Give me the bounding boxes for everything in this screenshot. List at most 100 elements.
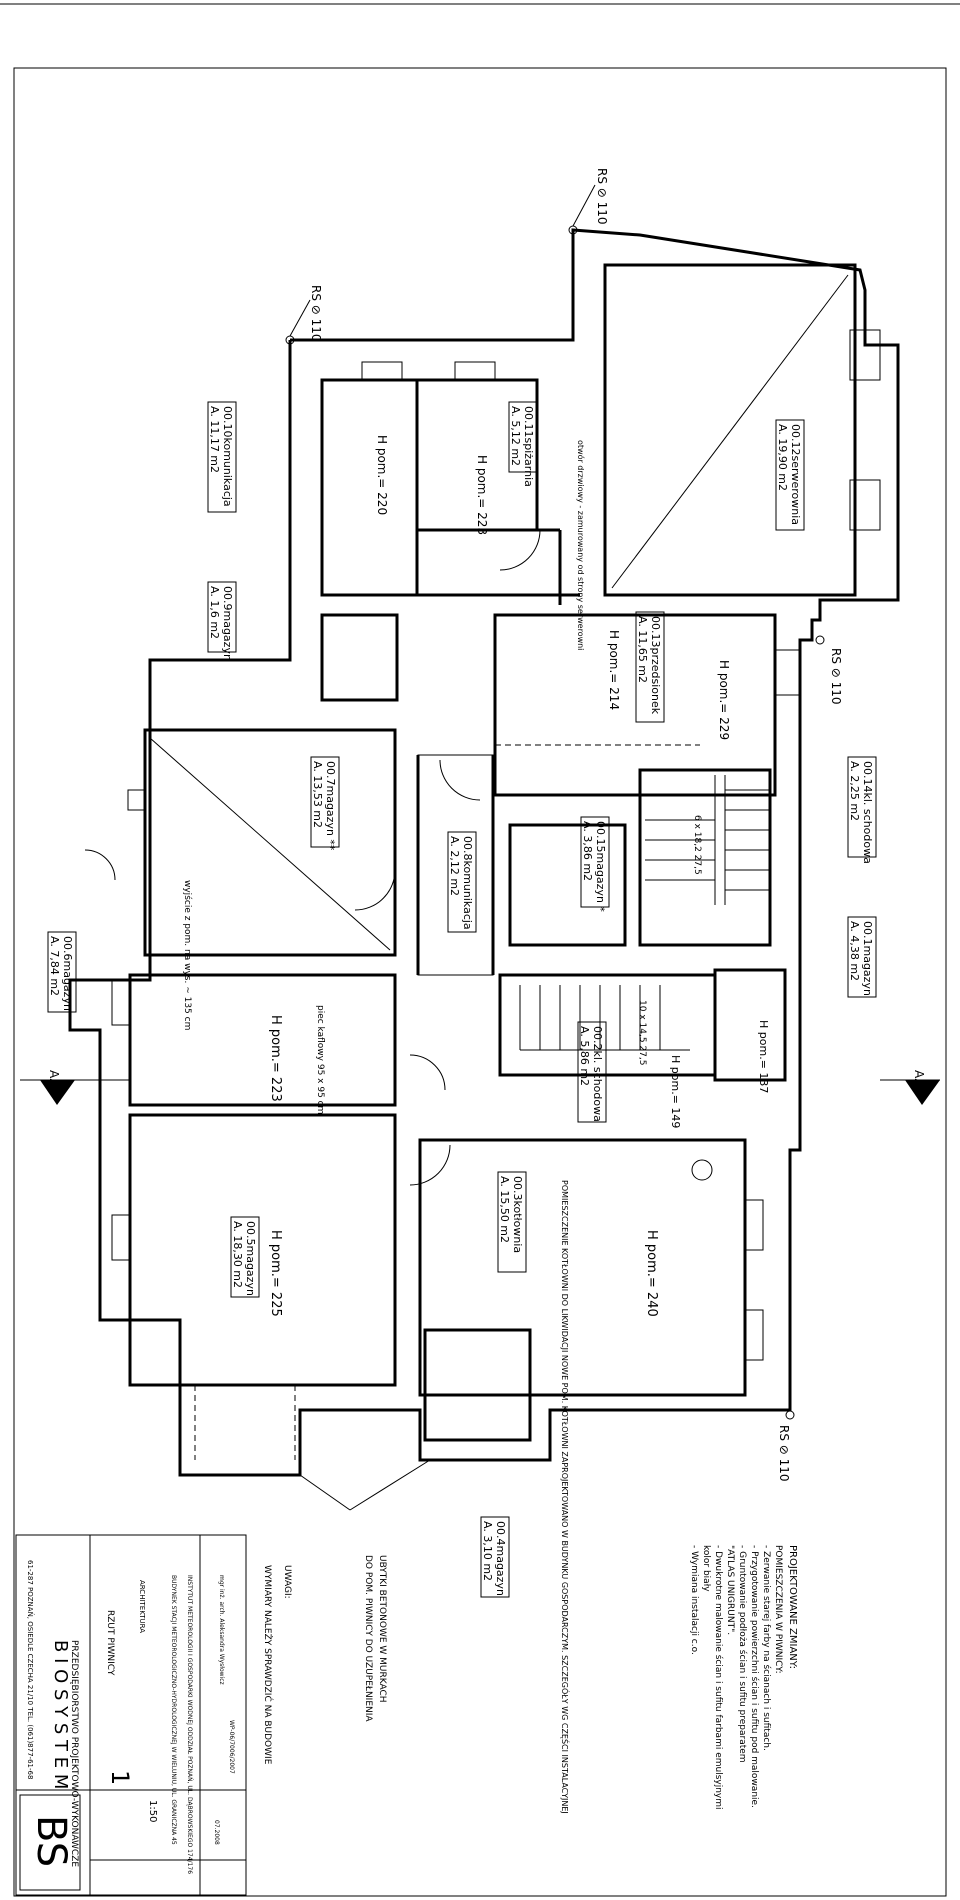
rubble-note: DO POM. PIWNICY DO UZUPEŁNIENIA — [363, 1555, 373, 1722]
svg-text:00.2kl. schodowa: 00.2kl. schodowa — [591, 1026, 604, 1122]
svg-text:A. 18,30 m2: A. 18,30 m2 — [231, 1221, 244, 1288]
room-serwerownia — [603, 263, 857, 597]
drawing-title: RZUT PIWNICY — [105, 1610, 115, 1676]
outer-wall — [68, 228, 900, 1477]
svg-text:A. 2,12 m2: A. 2,12 m2 — [448, 836, 461, 896]
room-magazyn-0015 — [508, 823, 627, 947]
reg-no: WP-06/7006/2007 — [228, 1720, 235, 1774]
section-arrow-right — [905, 1080, 940, 1105]
note-item: - Gruntowanie podłoża ścian i sufitu pre… — [737, 1545, 748, 1763]
svg-text:A. 19,90 m2: A. 19,90 m2 — [776, 424, 789, 491]
stairs-note: 10 x 14,5 27,5 — [637, 1000, 647, 1065]
svg-text:00.1magazyn: 00.1magazyn — [861, 921, 874, 996]
room-przedsionek — [493, 613, 777, 797]
date: 07.2008 — [213, 1820, 220, 1845]
label-magazyn-001: 00.1magazyn A. 4,38 m2 — [847, 916, 877, 998]
warning-text: WYMIARY NALEŻY SPRAWDZIĆ NA BUDOWIE — [262, 1565, 274, 1765]
svg-text:A. 3,86 m2: A. 3,86 m2 — [581, 821, 594, 881]
svg-text:A. 2,25 m2: A. 2,25 m2 — [848, 761, 861, 821]
label-magazyn-004: 00.4magazyn A. 3,10 m2 — [480, 1516, 510, 1598]
svg-text:00.13przedsionek: 00.13przedsionek — [649, 616, 662, 715]
label-spizarnia: 00.11spiżarnia A. 5,12 m2 — [508, 401, 538, 487]
room-klatka-schodowa-0014 — [638, 768, 772, 947]
note-item: - Dwukrotne malowanie ścian i sufitu far… — [713, 1545, 724, 1810]
stairs-002 — [519, 985, 690, 1051]
label-magazyn-0015: 00.15magazyn * A. 3,86 m2 — [580, 816, 610, 912]
note-item: - Wymiana instalacji c.o. — [689, 1545, 699, 1655]
note-item: "ATLAS UNIGRUNT". — [725, 1545, 735, 1635]
svg-text:POMIESZCZENIE KOTŁOWNI DO LIKW: POMIESZCZENIE KOTŁOWNI DO LIKWIDACJI NOW… — [560, 1180, 571, 1814]
height-label: H pom.= 214 — [607, 630, 621, 710]
notes-subheading: POMIESZCZENIA W PIWNICY: — [773, 1545, 783, 1674]
svg-text:A. 1,6 m2: A. 1,6 m2 — [208, 586, 221, 639]
svg-text:00.14kl. schodowa: 00.14kl. schodowa — [861, 761, 874, 864]
height-label: H pom.= 220 — [375, 435, 389, 515]
label-klatka-0014: 00.14kl. schodowa A. 2,25 m2 — [847, 756, 877, 864]
label-magazyn-005: 00.5magazyn A. 18,30 m2 — [230, 1216, 260, 1298]
investor: INSTYTUT METEOROLOGII I GOSPODARKI WODNE… — [186, 1575, 193, 1874]
room-magazyn-009 — [320, 613, 399, 702]
designer: mgr inż. arch. Aleksandra Wysłowicz — [218, 1575, 225, 1685]
room-komunikacja-0010 — [320, 378, 419, 597]
company-address: 61-287 POZNAŃ, OSIEDLE CZECHA 21/10 TEL.… — [26, 1560, 35, 1779]
svg-text:00.11spiżarnia: 00.11spiżarnia — [522, 406, 535, 487]
branch: ARCHITEKTURA — [138, 1580, 146, 1633]
rs-marker: RS ⊘ 110 — [829, 648, 843, 705]
svg-text:00.9magazyn: 00.9magazyn — [221, 586, 234, 661]
svg-text:A. 5,12 m2: A. 5,12 m2 — [509, 406, 522, 466]
svg-text:A. 4,38 m2: A. 4,38 m2 — [848, 921, 861, 981]
svg-text:A. 7,84 m2: A. 7,84 m2 — [48, 936, 61, 996]
svg-text:A. 3,10 m2: A. 3,10 m2 — [481, 1521, 494, 1581]
sheet-border — [13, 67, 947, 1897]
height-label: H pom.= 223 — [475, 455, 489, 535]
tiles-note: piec kaflowy 95 x 95 cm — [315, 1005, 325, 1114]
stairs-0014 — [645, 775, 770, 905]
label-przedsionek: 00.13przedsionek A. 11,65 m2 — [635, 611, 665, 723]
section-label: AA — [47, 1070, 61, 1088]
height-label: H pom.= 137 — [757, 1020, 770, 1093]
note-item: - Zerwanie starej farby na ścianach i su… — [761, 1545, 772, 1751]
height-label: H pom.= 229 — [717, 660, 731, 740]
rs-marker: RS ⊘ 110 — [595, 168, 609, 225]
label-magazyn-007: 00.7magazyn ** A. 13,53 m2 — [310, 756, 340, 851]
notes-heading: PROJEKTOWANE ZMIANY: — [787, 1545, 798, 1669]
svg-text:A. 11,17 m2: A. 11,17 m2 — [208, 406, 221, 473]
exit-note: wyjście z pom. na wys. ~ 135 cm — [182, 880, 193, 1030]
rs-marker: RS ⊘ 110 — [309, 285, 323, 342]
svg-text:A. 15,50 m2: A. 15,50 m2 — [498, 1176, 511, 1243]
svg-text:00.8komunikacja: 00.8komunikacja — [461, 836, 474, 930]
svg-text:00.4magazyn: 00.4magazyn — [494, 1521, 507, 1596]
company-logo: BS — [28, 1815, 74, 1867]
label-serwerownia: 00.12serwerownia A. 19,90 m2 — [775, 419, 805, 531]
label-kotlownia: 00.3kotłownia A. 15,50 m2 — [497, 1171, 527, 1273]
title-block — [15, 1534, 247, 1896]
label-komunikacja-0010: 00.10komunikacja A. 11,17 m2 — [207, 401, 237, 513]
rs-marker: RS ⊘ 110 — [777, 1425, 791, 1482]
object: BUDYNEK STACJI METEOROLOGICZNO-HYDROLOGI… — [170, 1575, 177, 1845]
stairs-note: 6 x 18,2 27,5 — [692, 815, 702, 875]
company-name: PRZEDSIĘBIORSTWO PROJEKTOWO-WYKONAWCZE — [69, 1640, 79, 1867]
label-komunikacja-008: 00.8komunikacja A. 2,12 m2 — [447, 831, 477, 933]
label-magazyn-006: 00.6magazyn A. 7,84 m2 — [47, 931, 77, 1013]
svg-text:A. 5,86 m2: A. 5,86 m2 — [578, 1026, 591, 1086]
room-kotlownia — [418, 1138, 747, 1397]
svg-text:00.3kotłownia: 00.3kotłownia — [511, 1176, 524, 1253]
boiler-note: POMIESZCZENIE KOTŁOWNI DO LIKWIDACJI NOW… — [560, 1180, 571, 1814]
height-label: H pom.= 240 — [644, 1230, 659, 1317]
door-note: otwór drzwiowy - zamurowany od strony se… — [576, 440, 586, 650]
room-magazyn-001 — [713, 968, 787, 1082]
svg-text:00.7magazyn **: 00.7magazyn ** — [324, 761, 337, 851]
room-magazyn-005 — [128, 1113, 397, 1387]
note-item: - Przygotowanie powierzchni ścian i sufi… — [749, 1545, 760, 1808]
rubble-note: UBYTKI BETONOWE W MURKACH — [377, 1555, 387, 1703]
svg-text:00.12serwerownia: 00.12serwerownia — [789, 424, 802, 525]
svg-text:00.15magazyn *: 00.15magazyn * — [594, 821, 607, 912]
label-klatka-002: 00.2kl. schodowa A. 5,86 m2 — [577, 1021, 607, 1123]
label-magazyn-009: 00.9magazyn A. 1,6 m2 — [207, 581, 237, 661]
section-label: AA — [912, 1070, 926, 1088]
warning-title: UWAGI: — [282, 1565, 292, 1599]
section-arrow-left — [40, 1080, 75, 1105]
height-label: H pom.= 223 — [268, 1015, 283, 1102]
